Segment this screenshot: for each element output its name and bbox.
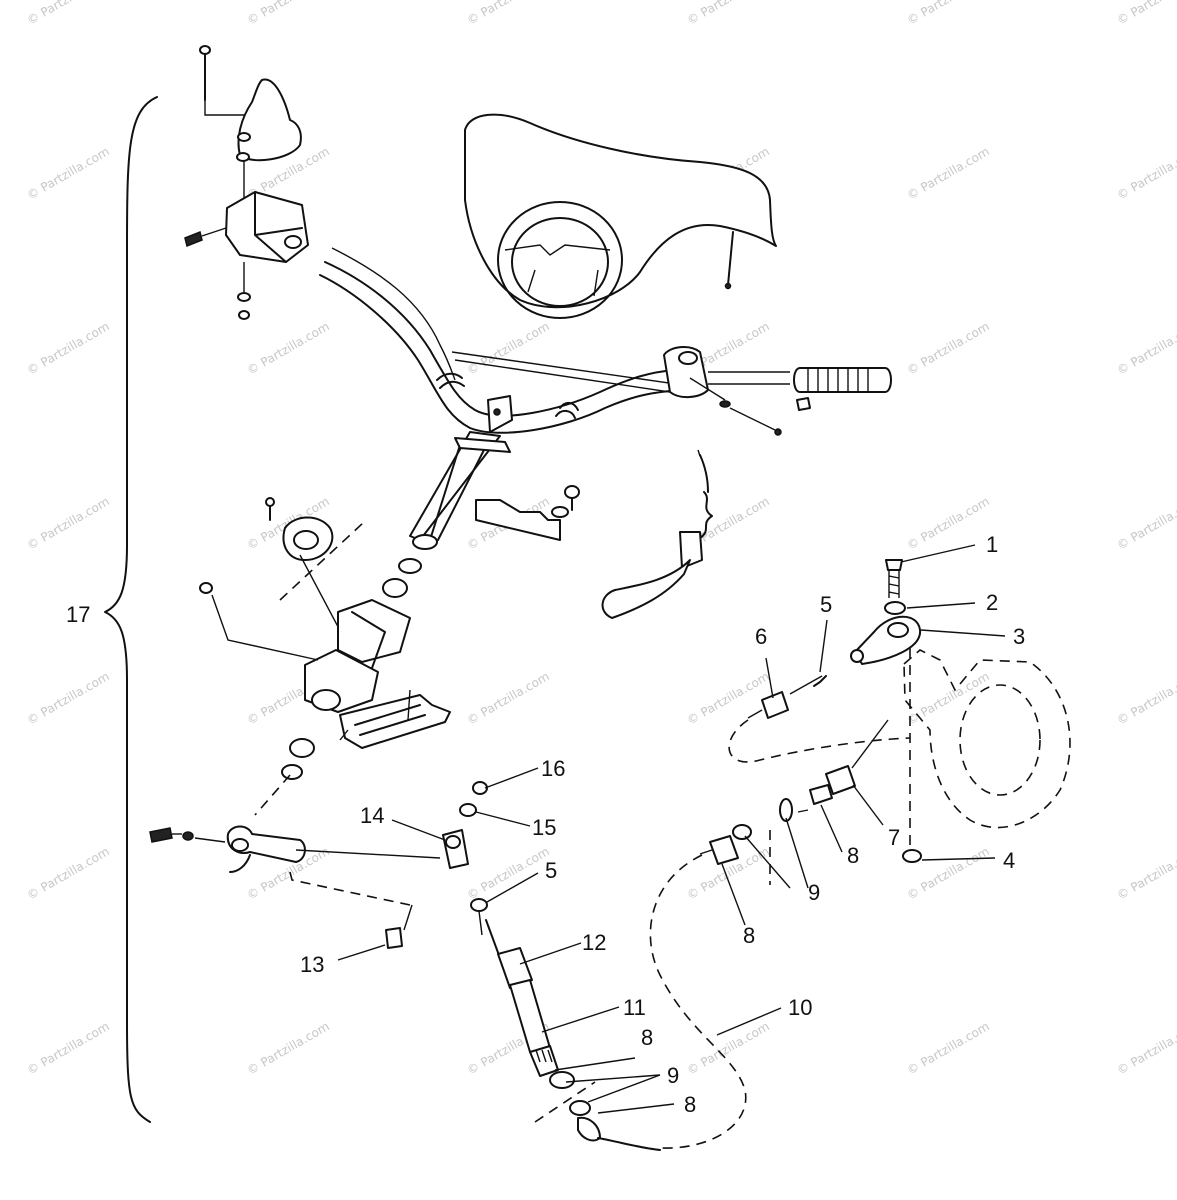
callout-11: 11 (623, 995, 646, 1020)
watermark-text: © Partzilla.com (1115, 844, 1177, 902)
watermark-text: © Partzilla.com (245, 319, 332, 377)
watermark-text: © Partzilla.com (465, 844, 552, 902)
rod-end-assembly (442, 781, 488, 936)
callout-9b: 9 (667, 1063, 679, 1088)
callout-8c: 8 (641, 1025, 653, 1050)
upper-right-linkage (649, 559, 1071, 1149)
watermark-text: © Partzilla.com (25, 0, 112, 28)
cover-bracket (475, 485, 580, 541)
leader-lines (337, 544, 1006, 1114)
watermark-text: © Partzilla.com (905, 0, 992, 28)
callout-13: 13 (300, 952, 324, 977)
right-grip-assembly (663, 346, 892, 436)
callout-7: 7 (888, 825, 900, 850)
watermark-text: © Partzilla.com (1115, 494, 1177, 552)
watermark-text: © Partzilla.com (905, 319, 992, 377)
watermark-text: © Partzilla.com (1115, 144, 1177, 202)
callout-15: 15 (532, 815, 556, 840)
callout-8a: 8 (847, 843, 859, 868)
assembly-brace (104, 96, 158, 1123)
watermark-text: © Partzilla.com (465, 0, 552, 28)
callout-14: 14 (360, 803, 384, 828)
steering-arm (149, 825, 441, 949)
watermark-text: © Partzilla.com (685, 669, 772, 727)
watermark-text: © Partzilla.com (1115, 1019, 1177, 1077)
callout-labels: 1 2 3 4 5 5 6 7 8 8 8 8 9 9 10 11 12 13 … (66, 532, 1025, 1117)
watermark-text: © Partzilla.com (245, 1019, 332, 1077)
callout-3: 3 (1013, 624, 1025, 649)
callout-12: 12 (582, 930, 606, 955)
watermark-text: © Partzilla.com (465, 669, 552, 727)
lower-cable (485, 919, 661, 1151)
watermark-text: © Partzilla.com (25, 319, 112, 377)
watermark-text: © Partzilla.com (685, 0, 772, 28)
watermark-text: © Partzilla.com (25, 669, 112, 727)
watermark-text: © Partzilla.com (465, 319, 552, 377)
watermark-text: © Partzilla.com (25, 494, 112, 552)
callout-16: 16 (541, 756, 565, 781)
handlebar (319, 247, 691, 550)
watermark-text: © Partzilla.com (1115, 0, 1177, 28)
callout-6: 6 (755, 624, 767, 649)
watermark-text: © Partzilla.com (25, 844, 112, 902)
callout-10: 10 (788, 995, 812, 1020)
watermark-text: © Partzilla.com (905, 669, 992, 727)
tether-cord (601, 449, 713, 619)
throttle-housing (184, 45, 309, 320)
callout-4: 4 (1003, 848, 1015, 873)
callout-5b: 5 (545, 858, 557, 883)
handlebar-pad (464, 113, 777, 319)
watermark-text: © Partzilla.com (245, 0, 332, 28)
callout-1: 1 (986, 532, 998, 557)
watermark-text: © Partzilla.com (905, 144, 992, 202)
watermark-text: © Partzilla.com (25, 1019, 112, 1077)
watermark-text: © Partzilla.com (25, 144, 112, 202)
watermark-text: © Partzilla.com (905, 494, 992, 552)
callout-2: 2 (986, 590, 998, 615)
callout-17: 17 (66, 602, 90, 627)
callout-9a: 9 (808, 880, 820, 905)
watermark-text: © Partzilla.com (1115, 319, 1177, 377)
callout-8b: 8 (743, 923, 755, 948)
watermark-text: © Partzilla.com (1115, 669, 1177, 727)
steering-column (199, 497, 451, 816)
callout-5a: 5 (820, 592, 832, 617)
watermark-text: © Partzilla.com (905, 1019, 992, 1077)
callout-8d: 8 (684, 1092, 696, 1117)
